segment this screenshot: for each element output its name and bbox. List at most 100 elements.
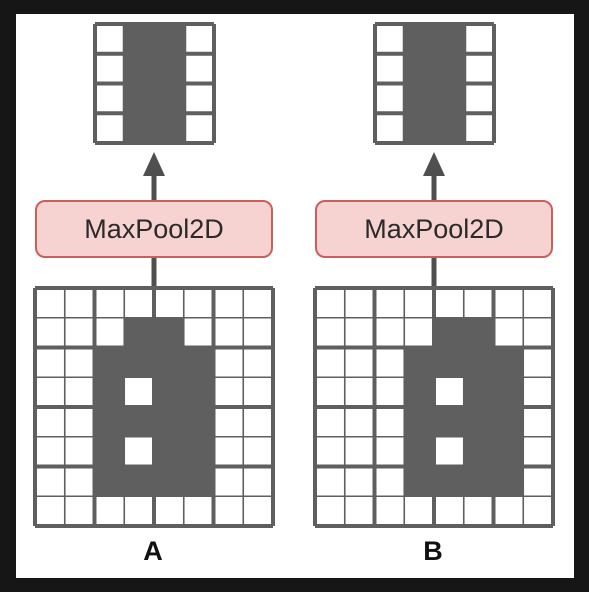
grid-cell <box>375 113 405 143</box>
grid-cell <box>64 496 95 526</box>
arrow-head-a <box>143 152 165 176</box>
grid-cell <box>374 407 405 437</box>
grid-cell <box>124 288 154 318</box>
grid-cell <box>183 496 214 526</box>
grid-cell <box>154 83 185 114</box>
grid-cell <box>344 466 375 497</box>
maxpool-label-b: MaxPool2D <box>364 213 504 244</box>
grid-cell <box>243 347 273 378</box>
grid-cell <box>404 407 434 437</box>
grid-cell <box>154 113 185 143</box>
grid-cell <box>523 347 553 378</box>
grid-cell <box>35 436 65 467</box>
grid-cell <box>184 113 214 143</box>
grid-cell <box>154 288 184 318</box>
grid-cell <box>344 317 375 348</box>
grid-cell <box>183 347 214 378</box>
grid-cell <box>124 466 154 497</box>
grid-cell <box>344 496 375 526</box>
grid-cell <box>404 436 434 467</box>
grid-cell <box>434 377 464 407</box>
grid-cell <box>94 496 125 526</box>
grid-cell <box>374 377 405 407</box>
grid-cell <box>35 407 65 437</box>
grid-cell <box>64 377 95 407</box>
grid-cell <box>124 407 154 437</box>
grid-cell <box>523 436 553 467</box>
grid-cell <box>213 377 244 407</box>
grid-cell <box>124 24 155 54</box>
grid-cell <box>523 317 553 348</box>
grid-cell <box>183 466 214 497</box>
grid-cell <box>94 317 125 348</box>
grid-cell <box>434 317 464 348</box>
grid-cell <box>404 83 435 114</box>
grid-cell <box>94 407 125 437</box>
grid-cell <box>154 436 184 467</box>
grid-cell <box>124 83 155 114</box>
grid-cell <box>434 466 464 497</box>
grid-cell <box>463 436 494 467</box>
grid-cell <box>315 436 345 467</box>
grid-cell <box>154 24 185 54</box>
grid-cell <box>64 288 95 318</box>
grid-cell <box>463 466 494 497</box>
grid-cell <box>344 436 375 467</box>
grid-cell <box>243 288 273 318</box>
grid-cell <box>434 496 464 526</box>
grid-output-a <box>93 22 216 145</box>
grid-cell <box>213 436 244 467</box>
grid-cell <box>95 113 125 143</box>
grid-cell <box>183 436 214 467</box>
grid-cell <box>213 347 244 378</box>
grid-cell <box>464 83 494 114</box>
grid-cell <box>375 24 405 54</box>
grid-cell <box>315 288 345 318</box>
grid-cell <box>154 347 184 378</box>
grid-cell <box>464 53 494 84</box>
grid-cell <box>374 347 405 378</box>
grid-cell <box>154 496 184 526</box>
grid-cell <box>493 288 524 318</box>
grid-cell <box>35 347 65 378</box>
grid-cell <box>404 288 434 318</box>
grid-cell <box>404 466 434 497</box>
grid-cell <box>95 53 125 84</box>
grid-cell <box>404 347 434 378</box>
grid-cell <box>315 317 345 348</box>
grid-cell <box>523 496 553 526</box>
grid-cell <box>344 347 375 378</box>
grid-cell <box>124 377 154 407</box>
grid-cell <box>523 288 553 318</box>
grid-cell <box>374 288 405 318</box>
grid-cell <box>213 466 244 497</box>
grid-cell <box>124 436 154 467</box>
grid-cell <box>154 317 184 348</box>
grid-cell <box>463 407 494 437</box>
grid-cell <box>64 347 95 378</box>
grid-cell <box>64 466 95 497</box>
grid-cell <box>124 496 154 526</box>
grid-cell <box>213 407 244 437</box>
grid-cell <box>344 407 375 437</box>
grid-cell <box>94 377 125 407</box>
grid-cell <box>154 407 184 437</box>
grid-cell <box>95 24 125 54</box>
grid-cell <box>183 317 214 348</box>
grid-cell <box>434 83 465 114</box>
grid-cell <box>315 347 345 378</box>
panel-label-b: B <box>423 536 443 566</box>
grid-cell <box>434 113 465 143</box>
grid-cell <box>154 377 184 407</box>
grid-cell <box>404 496 434 526</box>
grid-cell <box>404 53 435 84</box>
grid-cell <box>374 466 405 497</box>
grid-cell <box>434 347 464 378</box>
grid-input-b <box>313 286 555 528</box>
grid-cell <box>375 53 405 84</box>
grid-cell <box>183 377 214 407</box>
grid-cell <box>493 407 524 437</box>
grid-cell <box>464 113 494 143</box>
grid-cell <box>375 83 405 114</box>
grid-cell <box>154 53 185 84</box>
